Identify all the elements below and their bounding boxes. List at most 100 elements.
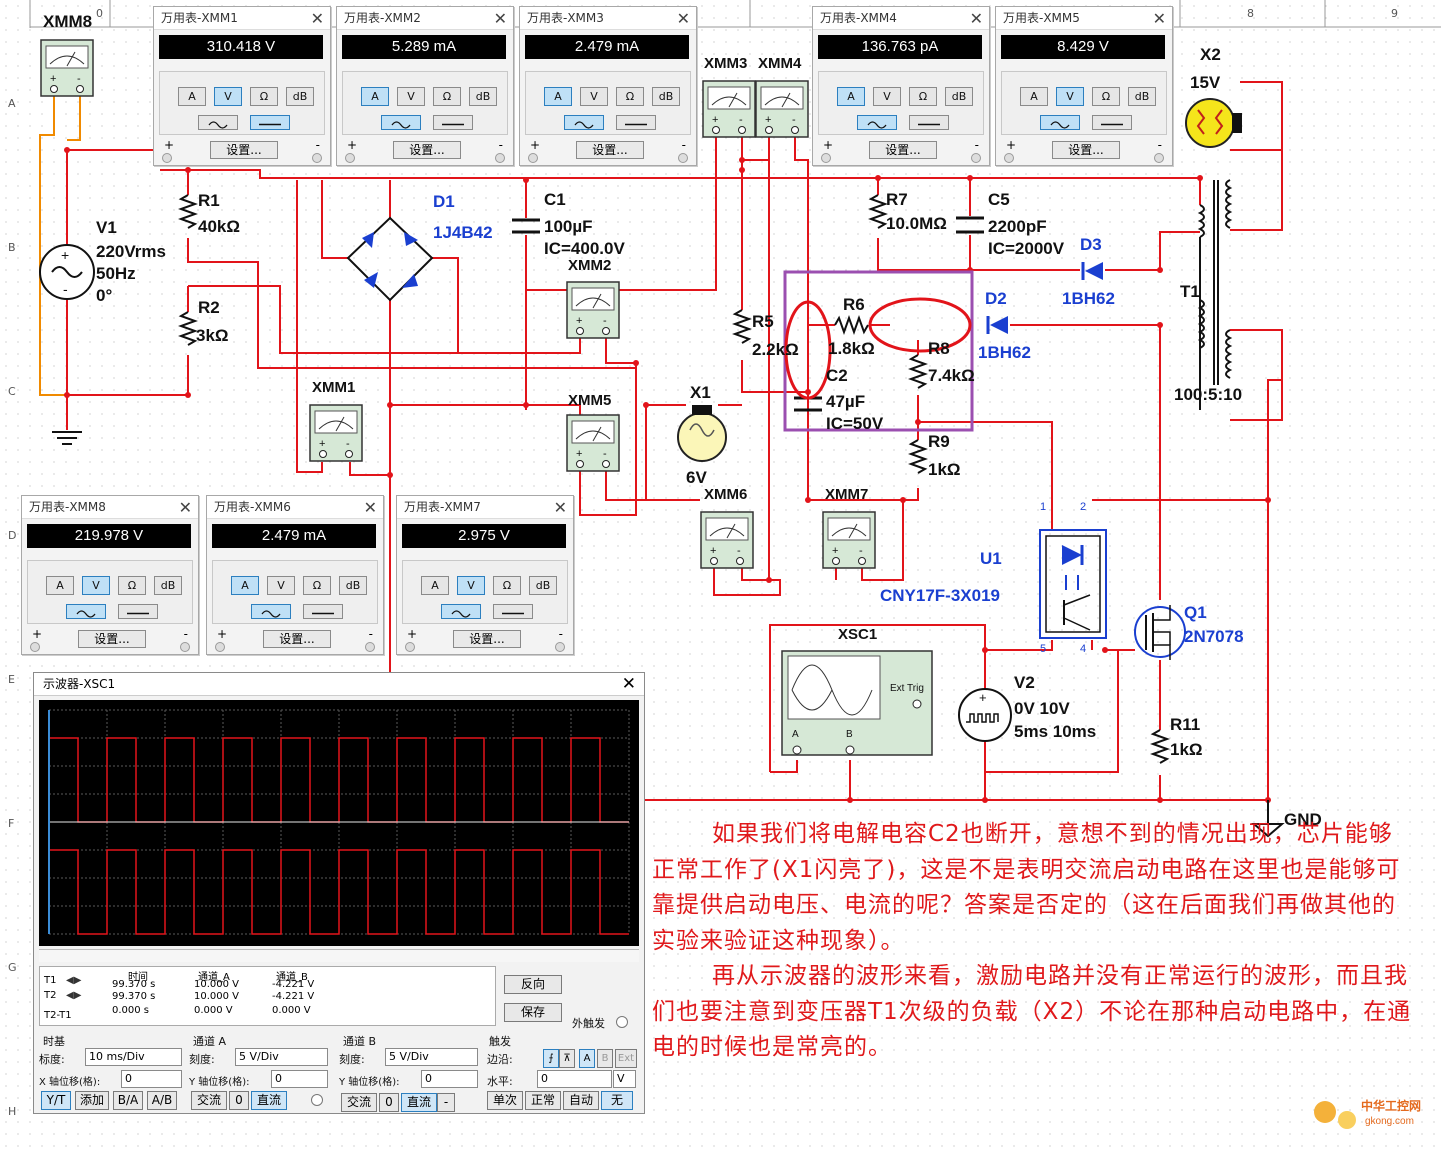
ohmmeter-button[interactable]: Ω [303, 576, 331, 595]
trigger-a-button[interactable]: A [579, 1049, 595, 1068]
channel-b-ac-button[interactable]: 交流 [341, 1093, 377, 1112]
ac-mode-button[interactable] [564, 115, 604, 130]
ohmmeter-button[interactable]: Ω [909, 87, 937, 106]
decibel-button[interactable]: dB [652, 87, 680, 106]
ac-mode-button[interactable] [857, 115, 897, 130]
channel-a-dc-button[interactable]: 直流 [251, 1091, 287, 1110]
ba-button[interactable]: B/A [113, 1091, 143, 1110]
ac-mode-button[interactable] [198, 115, 238, 130]
trigger-level-input[interactable]: 0 [537, 1070, 612, 1088]
settings-button[interactable]: 设置... [869, 141, 937, 159]
decibel-button[interactable]: dB [286, 87, 314, 106]
mosfet-q1[interactable] [1134, 605, 1186, 660]
minus-terminal[interactable] [180, 642, 190, 652]
close-icon[interactable]: ✕ [553, 498, 567, 517]
ohmmeter-button[interactable]: Ω [616, 87, 644, 106]
pulse-source-v2[interactable]: + [958, 688, 1012, 742]
close-icon[interactable]: ✕ [621, 674, 636, 694]
voltmeter-button[interactable]: V [457, 576, 485, 595]
multimeter-icon[interactable] [702, 80, 756, 138]
diode-d2[interactable] [986, 316, 1008, 334]
dc-mode-button[interactable] [493, 604, 533, 619]
ohmmeter-button[interactable]: Ω [250, 87, 278, 106]
resistor-r9[interactable] [908, 439, 928, 474]
minus-terminal[interactable] [971, 153, 981, 163]
settings-button[interactable]: 设置... [576, 141, 644, 159]
channel-a-zero-button[interactable]: 0 [229, 1091, 249, 1110]
none-button[interactable]: 无 [601, 1091, 633, 1110]
oscilloscope-window[interactable]: 示波器-XSC1 ✕ 时间 通道_A 通道_B T1 T2 T2-T1 ◀▶ ◀… [33, 672, 645, 1114]
save-button[interactable]: 保存 [504, 1003, 562, 1022]
multimeter-icon[interactable] [566, 281, 620, 339]
ammeter-button[interactable]: A [361, 87, 389, 106]
channel-a-scale-input[interactable]: 5 V/Div [235, 1048, 328, 1066]
multimeter-icon[interactable] [755, 80, 809, 138]
trigger-ext-button[interactable]: Ext [615, 1049, 637, 1068]
settings-button[interactable]: 设置... [78, 630, 146, 648]
minus-terminal[interactable] [365, 642, 375, 652]
resistor-r1[interactable] [178, 194, 198, 229]
ammeter-button[interactable]: A [46, 576, 74, 595]
plus-terminal[interactable] [821, 153, 831, 163]
ohmmeter-button[interactable]: Ω [493, 576, 521, 595]
ohmmeter-button[interactable]: Ω [118, 576, 146, 595]
minus-terminal[interactable] [1154, 153, 1164, 163]
minus-terminal[interactable] [555, 642, 565, 652]
channel-b-minus-button[interactable]: - [437, 1093, 455, 1112]
plus-terminal[interactable] [30, 642, 40, 652]
ac-mode-button[interactable] [66, 604, 106, 619]
optocoupler-u1[interactable] [1039, 529, 1107, 639]
bridge-rectifier-d1[interactable] [346, 216, 434, 302]
dc-mode-button[interactable] [303, 604, 343, 619]
dc-mode-button[interactable] [250, 115, 290, 130]
minus-terminal[interactable] [678, 153, 688, 163]
ab-button[interactable]: A/B [147, 1091, 177, 1110]
ohmmeter-button[interactable]: Ω [433, 87, 461, 106]
ammeter-button[interactable]: A [421, 576, 449, 595]
resistor-r6[interactable] [834, 315, 869, 335]
voltmeter-button[interactable]: V [873, 87, 901, 106]
add-button[interactable]: 添加 [75, 1091, 109, 1110]
plus-terminal[interactable] [528, 153, 538, 163]
multimeter-icon[interactable] [822, 511, 876, 569]
plus-terminal[interactable] [1004, 153, 1014, 163]
settings-button[interactable]: 设置... [453, 630, 521, 648]
voltmeter-button[interactable]: V [580, 87, 608, 106]
multimeter-icon[interactable] [566, 414, 620, 472]
dc-mode-button[interactable] [616, 115, 656, 130]
auto-button[interactable]: 自动 [563, 1091, 599, 1110]
resistor-r7[interactable] [868, 194, 888, 229]
dc-mode-button[interactable] [909, 115, 949, 130]
timebase-scale-input[interactable]: 10 ms/Div [85, 1048, 182, 1066]
transformer-t1[interactable] [1197, 179, 1233, 410]
decibel-button[interactable]: dB [154, 576, 182, 595]
voltmeter-button[interactable]: V [1056, 87, 1084, 106]
decibel-button[interactable]: dB [339, 576, 367, 595]
close-icon[interactable]: ✕ [493, 9, 507, 28]
resistor-r11[interactable] [1150, 729, 1170, 764]
close-icon[interactable]: ✕ [363, 498, 377, 517]
decibel-button[interactable]: dB [469, 87, 497, 106]
settings-button[interactable]: 设置... [210, 141, 278, 159]
dc-mode-button[interactable] [118, 604, 158, 619]
settings-button[interactable]: 设置... [1052, 141, 1120, 159]
scope-screen[interactable] [39, 700, 639, 946]
falling-edge-icon[interactable]: ⊼ [559, 1049, 575, 1068]
channel-a-ypos-input[interactable]: 0 [271, 1070, 328, 1088]
close-icon[interactable]: ✕ [676, 9, 690, 28]
minus-terminal[interactable] [312, 153, 322, 163]
dc-mode-button[interactable] [1092, 115, 1132, 130]
voltmeter-button[interactable]: V [214, 87, 242, 106]
multimeter-icon[interactable] [309, 404, 363, 462]
trigger-b-button[interactable]: B [597, 1049, 613, 1068]
ac-mode-button[interactable] [251, 604, 291, 619]
normal-button[interactable]: 正常 [525, 1091, 561, 1110]
plus-terminal[interactable] [345, 153, 355, 163]
ammeter-button[interactable]: A [178, 87, 206, 106]
close-icon[interactable]: ✕ [1152, 9, 1166, 28]
